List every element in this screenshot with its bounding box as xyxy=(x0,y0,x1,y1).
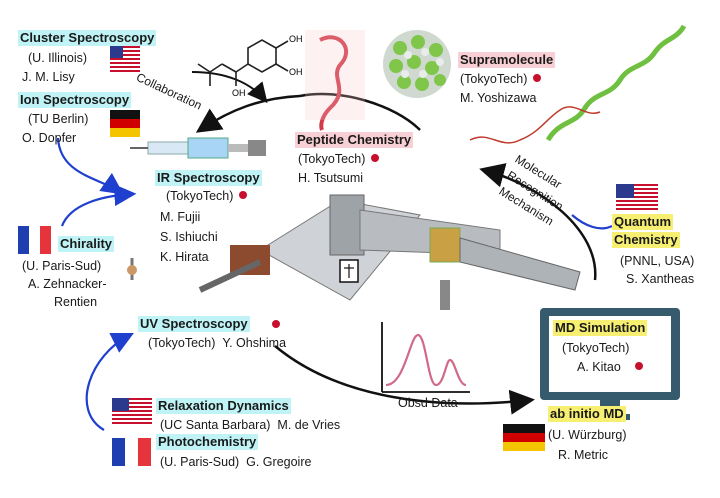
molecule-structure xyxy=(197,39,289,86)
japan-flag-icon xyxy=(533,74,542,82)
protein-chain xyxy=(469,106,601,144)
recognition-arrow xyxy=(479,163,597,281)
ion-person: O. Dopfer xyxy=(22,131,77,145)
blue-arrow xyxy=(571,214,613,230)
supra-person: M. Yoshizawa xyxy=(460,91,537,105)
uv-affil-row: (TokyoTech) Y. Ohshima xyxy=(148,336,286,351)
photo-person: G. Gregoire xyxy=(246,455,312,469)
peptide-shadow xyxy=(305,30,365,120)
peptide-affil-row: (TokyoTech) xyxy=(298,152,380,167)
chirality-affil: (U. Paris-Sud) xyxy=(22,259,102,273)
japan-flag-icon xyxy=(634,362,643,370)
ion-title: Ion Spectroscopy xyxy=(18,92,132,108)
obsd-data-label: Obsd Data xyxy=(398,396,458,410)
relax-affil-row: (UC Santa Barbara) M. de Vries xyxy=(160,418,340,433)
relax-affil: (UC Santa Barbara) xyxy=(160,418,271,432)
collaboration-arrow xyxy=(195,94,301,133)
abinitio-person: R. Metric xyxy=(558,448,608,462)
us-flag-icon xyxy=(616,184,658,212)
ion-affil: (TU Berlin) xyxy=(28,112,89,126)
blue-arrow xyxy=(85,333,134,431)
oh-label: OH xyxy=(289,67,303,77)
molecule-arrow xyxy=(191,71,268,104)
md-affil: (TokyoTech) xyxy=(562,341,630,355)
md-person-row: A. Kitao xyxy=(577,360,643,375)
cluster-person: J. M. Lisy xyxy=(22,70,75,84)
peptide-affil: (TokyoTech) xyxy=(298,152,366,166)
abinitio-title: ab initio MD xyxy=(548,406,626,422)
abinitio-affil: (U. Würzburg) xyxy=(548,428,627,442)
chirality-title: Chirality xyxy=(58,236,115,252)
french-flag-icon xyxy=(112,438,151,466)
quantum-title-2: Chemistry xyxy=(612,232,680,248)
supra-affil-row: (TokyoTech) xyxy=(460,72,542,87)
japan-flag-icon xyxy=(239,191,248,199)
photo-affil-row: (U. Paris-Sud) G. Gregoire xyxy=(160,455,311,470)
chirality-person-1: A. Zehnacker- xyxy=(28,277,107,291)
supra-title: Supramolecule xyxy=(458,52,556,68)
data-arrow xyxy=(274,345,535,415)
german-flag-icon xyxy=(503,424,545,451)
apparatus-illustration xyxy=(127,194,581,310)
blue-arrow xyxy=(56,137,124,195)
ir-person-2: S. Ishiuchi xyxy=(160,230,218,244)
ir-affil: (TokyoTech) xyxy=(166,189,234,203)
ir-person-1: M. Fujii xyxy=(160,210,201,224)
peptide-person: H. Tsutsumi xyxy=(298,171,364,185)
quantum-person: S. Xantheas xyxy=(626,272,695,286)
us-flag-icon xyxy=(112,398,152,425)
oh-label: OH xyxy=(232,88,246,98)
photo-affil: (U. Paris-Sud) xyxy=(160,455,240,469)
quantum-affil: (PNNL, USA) xyxy=(620,254,695,268)
uv-person: Y. Ohshima xyxy=(222,336,287,350)
cycle-arrow-top xyxy=(299,92,421,131)
relax-person: M. de Vries xyxy=(277,418,341,432)
relax-title: Relaxation Dynamics xyxy=(156,398,291,414)
ir-affil-row: (TokyoTech) xyxy=(166,189,248,204)
blue-arrow xyxy=(60,184,137,227)
supramolecule-cage xyxy=(383,30,451,98)
peptide-title: Peptide Chemistry xyxy=(295,132,414,148)
oh-label: OH xyxy=(289,34,303,44)
cluster-title: Cluster Spectroscopy xyxy=(18,30,157,46)
quantum-title-1: Quantum xyxy=(612,214,674,230)
japan-flag-icon xyxy=(371,154,380,162)
peptide-chain xyxy=(319,35,348,131)
photo-title: Photochemistry xyxy=(156,434,259,450)
uv-affil: (TokyoTech) xyxy=(148,336,216,350)
cluster-affil: (U. Illinois) xyxy=(28,51,88,65)
md-person: A. Kitao xyxy=(577,360,621,374)
md-title: MD Simulation xyxy=(553,320,648,336)
chirality-person-2: Rentien xyxy=(54,295,98,309)
syringe-illustration xyxy=(130,137,266,159)
ir-person-3: K. Hirata xyxy=(160,250,209,264)
ir-title: IR Spectroscopy xyxy=(155,170,262,186)
us-flag-icon xyxy=(110,46,140,72)
french-flag-icon xyxy=(18,226,51,254)
supra-affil: (TokyoTech) xyxy=(460,72,528,86)
helix-protein xyxy=(545,24,687,142)
japan-flag-icon xyxy=(272,320,280,328)
uv-title: UV Spectroscopy xyxy=(138,316,250,332)
obsd-data-chart xyxy=(381,322,470,393)
german-flag-icon xyxy=(110,110,140,137)
